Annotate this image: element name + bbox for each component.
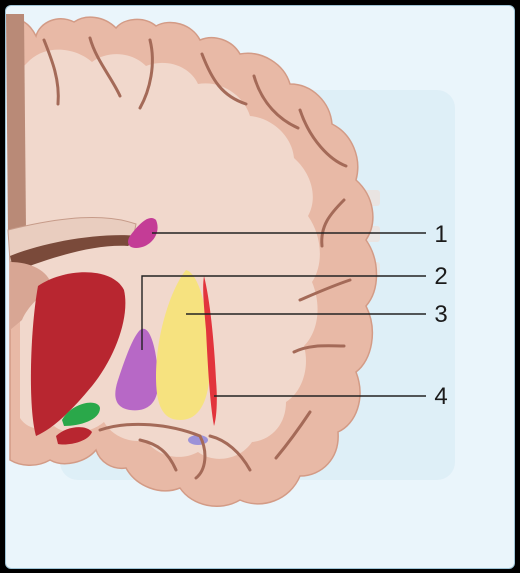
leader-line-2 xyxy=(141,275,426,350)
temporal-groove xyxy=(98,422,207,480)
structure-2 xyxy=(115,328,158,411)
callout-label-3: 3 xyxy=(434,301,448,328)
lateral-ventricle xyxy=(10,235,140,272)
callout-label-4: 4 xyxy=(434,383,448,410)
structure-3 xyxy=(156,270,211,420)
small-red-structure xyxy=(56,427,92,445)
midline-fissure xyxy=(6,14,26,236)
leader-lines xyxy=(141,232,426,397)
sulci xyxy=(42,36,352,472)
callout-label-1: 1 xyxy=(434,221,448,248)
structure-1 xyxy=(128,217,158,248)
green-structure xyxy=(62,402,100,426)
septum xyxy=(10,262,52,330)
callout-label-2: 2 xyxy=(434,263,448,290)
thalamus xyxy=(30,272,126,436)
